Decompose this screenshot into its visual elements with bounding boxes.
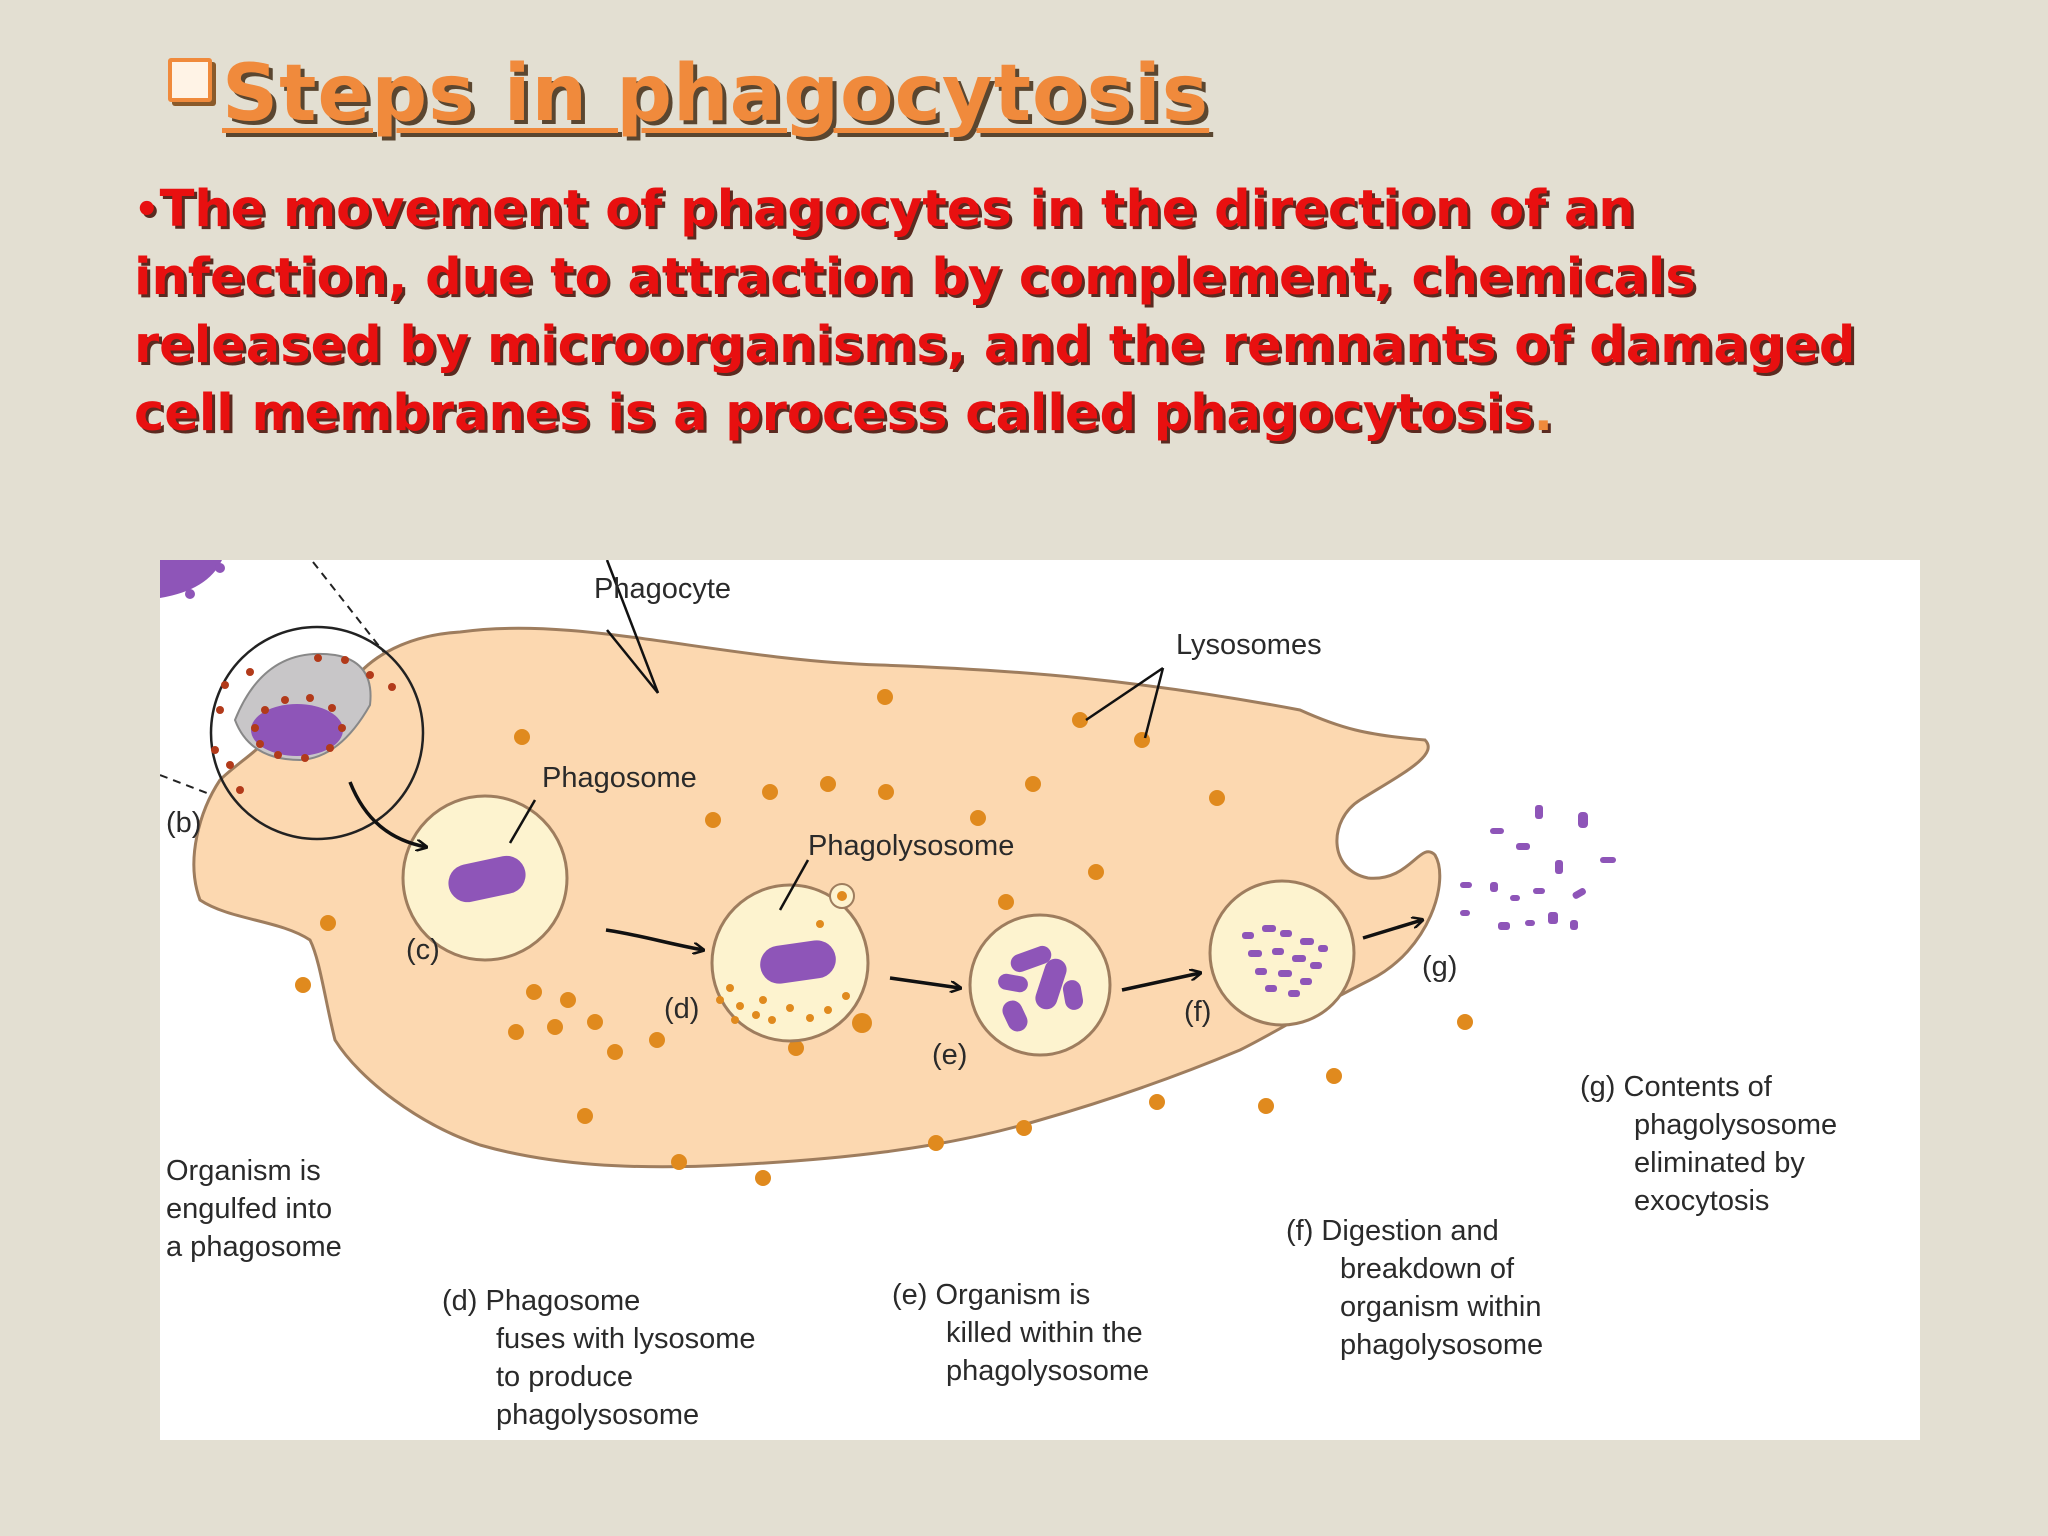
body-text-content: The movement of phagocytes in the direct… xyxy=(134,180,1856,443)
label-step-f: (f) xyxy=(1184,996,1212,1028)
caption-d-line: phagolysosome xyxy=(496,1399,700,1431)
caption-d: (d) Phagosome fuses with lysosome to pro… xyxy=(442,1282,756,1434)
caption-b: Organism is engulfed into a phagosome xyxy=(166,1152,342,1266)
caption-f-line: phagolysosome xyxy=(1340,1329,1544,1361)
caption-e-line: killed within the xyxy=(946,1317,1143,1349)
caption-e-line: phagolysosome xyxy=(946,1355,1150,1387)
square-bullet-icon xyxy=(168,58,212,102)
slide-title: Steps in phagocytosis xyxy=(168,44,1209,144)
caption-g-line: eliminated by xyxy=(1634,1147,1805,1179)
caption-g-line: (g) Contents of xyxy=(1580,1071,1772,1103)
label-phagolysosome: Phagolysosome xyxy=(808,830,1015,862)
label-phagosome: Phagosome xyxy=(542,762,697,794)
caption-e-line: (e) Organism is xyxy=(892,1279,1091,1311)
caption-d-line: fuses with lysosome xyxy=(496,1323,756,1355)
caption-b-line: a phagosome xyxy=(166,1231,342,1263)
label-lysosomes: Lysosomes xyxy=(1176,629,1322,661)
label-step-g: (g) xyxy=(1422,951,1458,983)
caption-f-line: (f) Digestion and xyxy=(1286,1215,1499,1247)
caption-e: (e) Organism is killed within the phagol… xyxy=(892,1276,1149,1390)
caption-f: (f) Digestion and breakdown of organism … xyxy=(1286,1212,1543,1364)
caption-b-line: engulfed into xyxy=(166,1193,333,1225)
caption-g-line: exocytosis xyxy=(1634,1185,1770,1217)
phagocytosis-diagram: Phagocyte Lysosomes Phagosome Phagolysos… xyxy=(160,560,1920,1440)
bullet-dot-icon: • xyxy=(134,187,160,233)
organism-fragment xyxy=(160,560,222,598)
caption-b-line: Organism is xyxy=(166,1155,321,1187)
body-period: . xyxy=(1533,384,1553,443)
label-step-d: (d) xyxy=(664,993,700,1025)
caption-f-line: breakdown of xyxy=(1340,1253,1515,1285)
caption-g: (g) Contents of phagolysosome eliminated… xyxy=(1580,1068,1837,1220)
caption-d-line: to produce xyxy=(496,1361,634,1393)
label-step-e: (e) xyxy=(932,1039,968,1071)
caption-g-line: phagolysosome xyxy=(1634,1109,1838,1141)
label-phagocyte: Phagocyte xyxy=(594,573,732,605)
label-step-b: (b) xyxy=(166,807,202,839)
body-paragraph: •The movement of phagocytes in the direc… xyxy=(134,176,1914,448)
label-step-c: (c) xyxy=(406,934,440,966)
diagram-drawing xyxy=(160,560,1616,1186)
lysosome-dots xyxy=(295,689,1473,1186)
title-text: Steps in phagocytosis xyxy=(222,49,1210,139)
caption-f-line: organism within xyxy=(1340,1291,1542,1323)
caption-d-line: (d) Phagosome xyxy=(442,1285,641,1317)
